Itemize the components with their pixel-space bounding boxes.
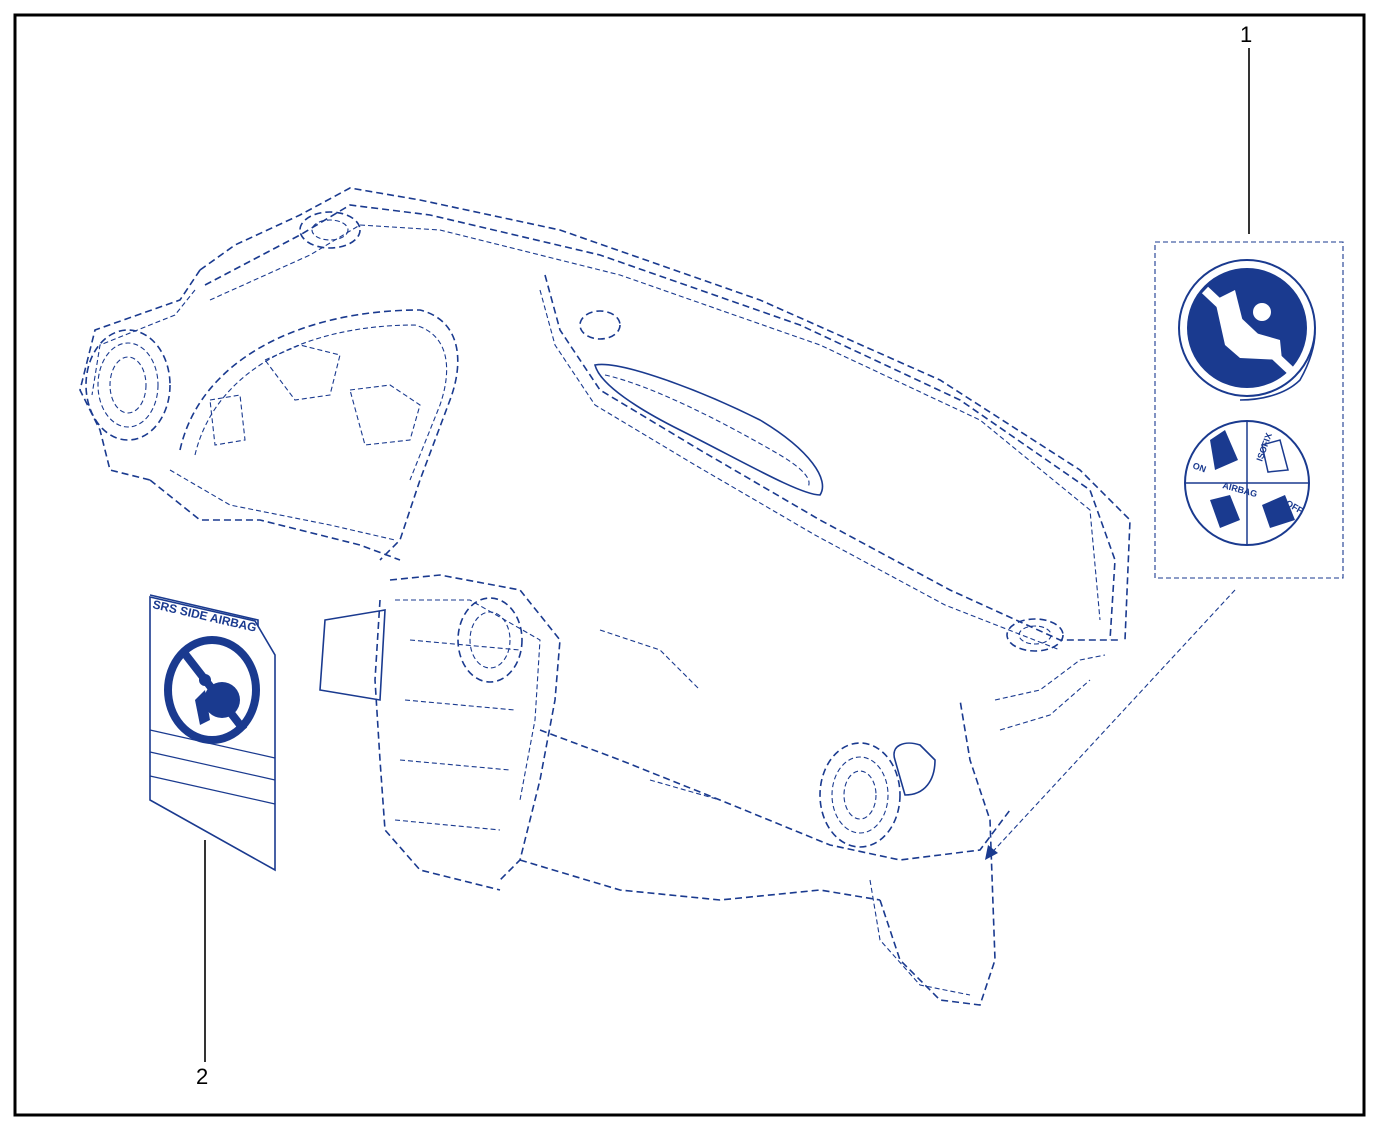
callout-1-number: 1 xyxy=(1240,22,1252,47)
label-1-box xyxy=(1154,241,1344,579)
diagram-frame xyxy=(13,13,1366,1117)
speaker-grille-centre xyxy=(579,310,621,340)
dashboard-outline xyxy=(79,187,1131,1006)
no-side-airbag-icon xyxy=(164,636,260,744)
speaker-grille-right xyxy=(1006,618,1064,652)
install-arrow-1 xyxy=(984,589,1236,861)
callout-2-number: 2 xyxy=(196,1064,208,1089)
air-vent-centre xyxy=(457,597,523,683)
side-vent-right xyxy=(893,742,936,796)
air-vent-left xyxy=(85,329,171,441)
no-child-seat-icon xyxy=(1178,259,1316,401)
callout-1: 1 xyxy=(1240,22,1252,234)
quadrant-on: ON xyxy=(1191,460,1207,474)
air-vent-right xyxy=(819,742,901,848)
speaker-grille-left xyxy=(299,211,361,249)
airbag-status-icon: ISOFIX ON AIRBAG OFF xyxy=(1184,420,1310,546)
label-1-group: ISOFIX ON AIRBAG OFF xyxy=(1154,241,1344,579)
label-2-group: SRS SIDE AIRBAG xyxy=(149,594,276,872)
callout-2: 2 xyxy=(196,840,208,1089)
